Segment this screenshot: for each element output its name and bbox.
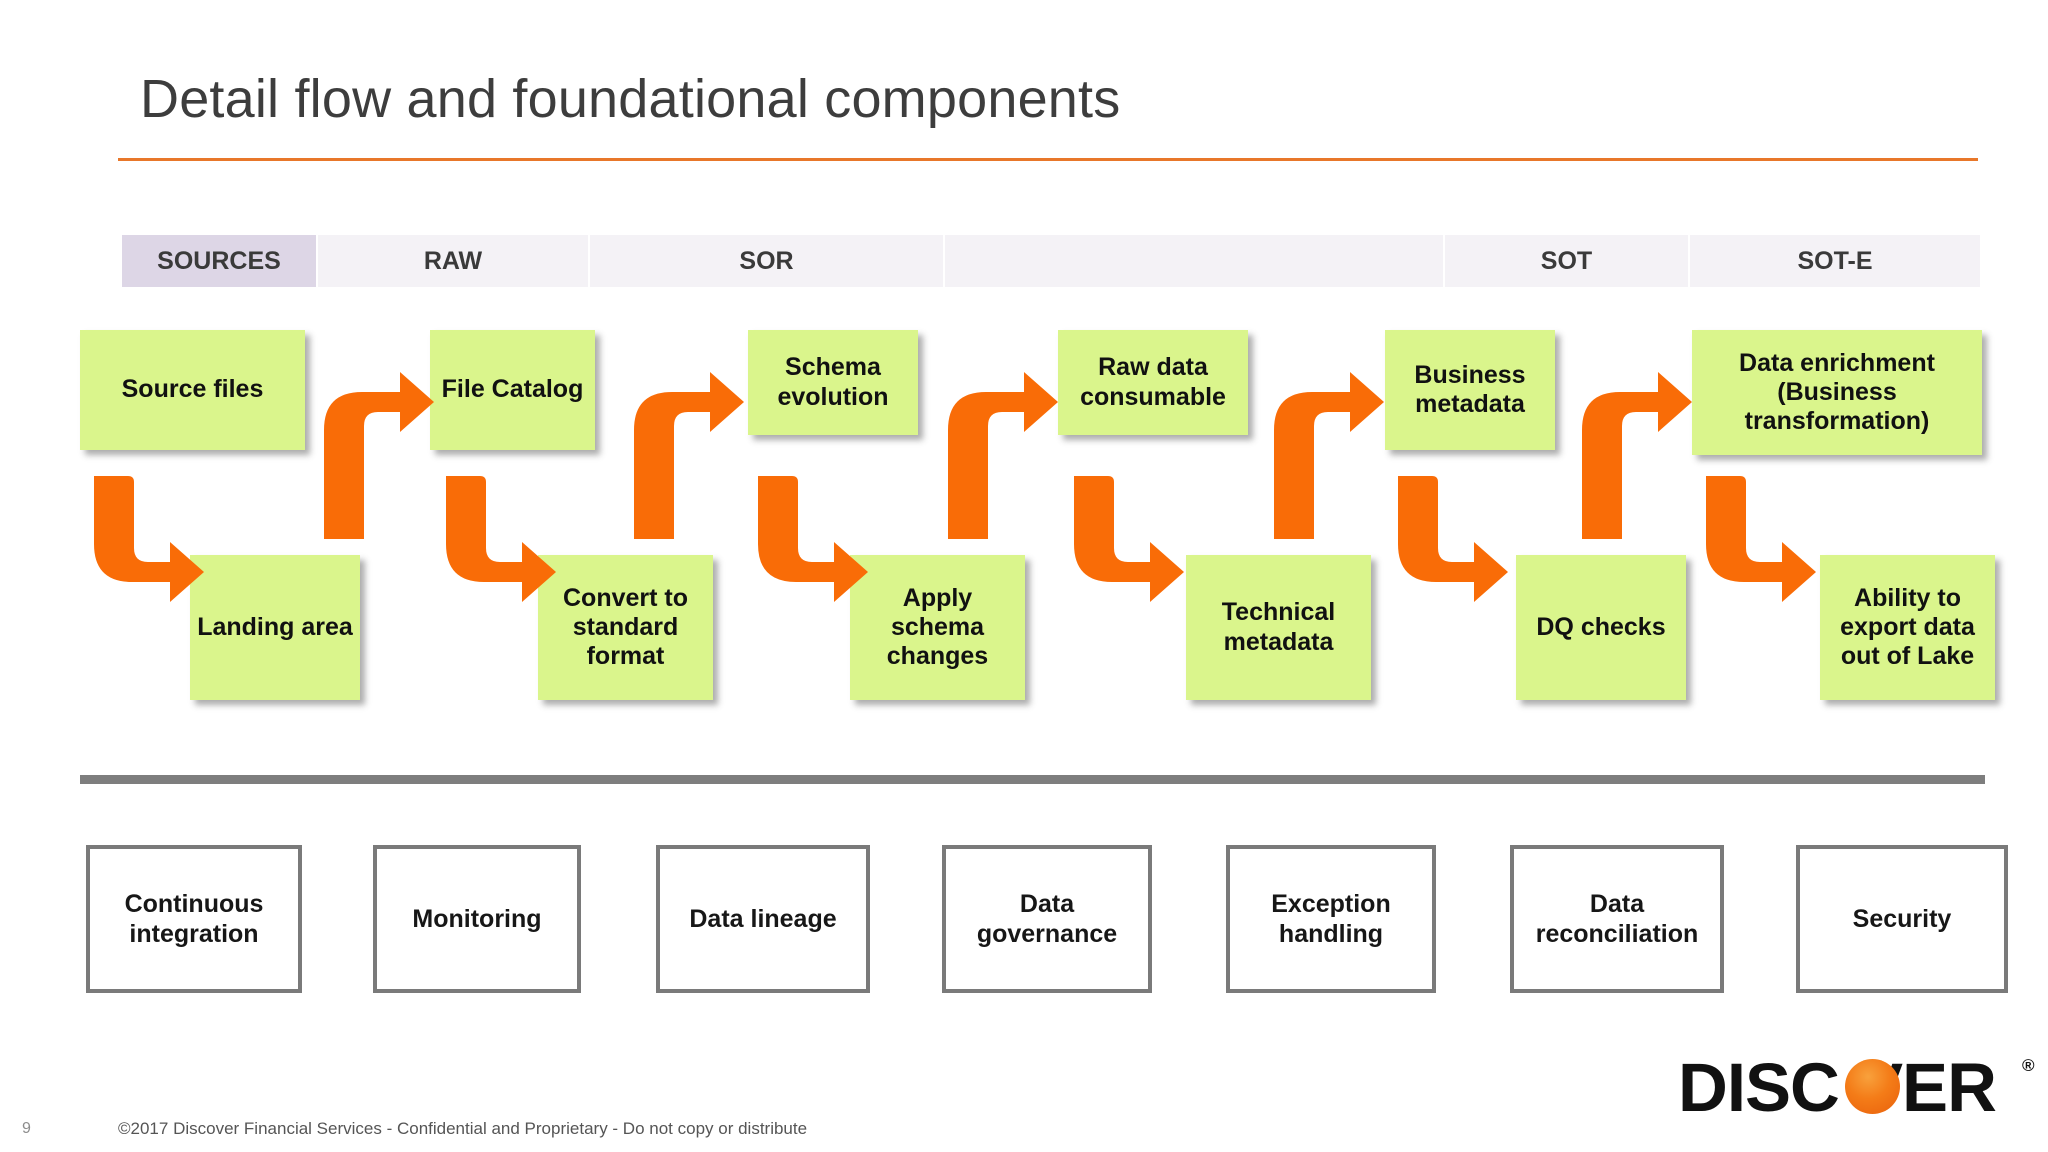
stage-cell-label: SOR xyxy=(739,246,794,275)
flow-node-landing-area[interactable]: Landing area xyxy=(190,555,360,700)
stage-cell-sources: SOURCES xyxy=(122,235,318,287)
foundation-box-continuous-integration[interactable]: Continuous integration xyxy=(86,845,302,993)
stage-cell-label: SOURCES xyxy=(157,246,281,275)
flow-node-data-enrichment-business-transformation[interactable]: Data enrichment (Business transformation… xyxy=(1692,330,1982,455)
flow-node-source-files[interactable]: Source files xyxy=(80,330,305,450)
stage-cell-label: SOT xyxy=(1540,246,1593,275)
stage-cell-blank xyxy=(945,235,1445,287)
foundation-box-data-reconciliation[interactable]: Data reconciliation xyxy=(1510,845,1724,993)
foundation-box-label: Data governance xyxy=(976,890,1118,948)
flow-node-ability-to-export-data-out-of-lake[interactable]: Ability to export data out of Lake xyxy=(1820,555,1995,700)
arrow-down-right-icon xyxy=(1392,470,1512,610)
arrow-down-right-icon xyxy=(1700,470,1820,610)
foundation-box-label: Continuous integration xyxy=(124,890,264,948)
arrow-down-right-icon xyxy=(1068,470,1188,610)
flow-node-apply-schema-changes[interactable]: Apply schema changes xyxy=(850,555,1025,700)
logo-orange-circle-icon xyxy=(1845,1059,1900,1114)
slide-number: 9 xyxy=(22,1120,31,1137)
node-label: Convert to standard format xyxy=(563,583,688,671)
stage-header-band: SOURCES RAW SOR SOT SOT-E xyxy=(122,235,1980,287)
node-label: Schema evolution xyxy=(777,353,889,411)
node-label: File Catalog xyxy=(441,375,584,404)
foundational-components-row: Continuous integration Monitoring Data lin… xyxy=(86,845,2016,993)
node-label: Business metadata xyxy=(1414,360,1526,418)
foundation-box-label: Monitoring xyxy=(412,905,542,933)
node-label: Ability to export data out of Lake xyxy=(1840,583,1975,671)
title-underline-rule xyxy=(118,158,1978,161)
foundation-box-data-governance[interactable]: Data governance xyxy=(942,845,1152,993)
arrow-up-right-icon xyxy=(1576,370,1696,545)
node-label: Technical metadata xyxy=(1221,598,1336,656)
discover-logo: DISC VER ® xyxy=(1678,1048,2038,1126)
copyright-notice: ©2017 Discover Financial Services - Conf… xyxy=(118,1119,808,1138)
section-divider xyxy=(80,775,1985,784)
flow-node-convert-to-standard-format[interactable]: Convert to standard format xyxy=(538,555,713,700)
page-title: Detail flow and foundational components xyxy=(140,69,1121,129)
flow-node-raw-data-consumable[interactable]: Raw data consumable xyxy=(1058,330,1248,435)
node-label: Landing area xyxy=(197,612,353,641)
stage-cell-sot-e: SOT-E xyxy=(1690,235,1980,287)
stage-cell-raw: RAW xyxy=(318,235,590,287)
node-label: Raw data consumable xyxy=(1080,353,1226,411)
foundation-box-label: Security xyxy=(1852,905,1952,933)
arrow-up-right-icon xyxy=(942,370,1062,545)
flow-node-business-metadata[interactable]: Business metadata xyxy=(1385,330,1555,450)
foundation-box-monitoring[interactable]: Monitoring xyxy=(373,845,581,993)
arrow-down-right-icon xyxy=(88,470,208,610)
foundation-box-label: Data lineage xyxy=(689,905,837,933)
stage-cell-label: RAW xyxy=(423,246,483,275)
arrow-up-right-icon xyxy=(628,370,748,545)
arrow-down-right-icon xyxy=(440,470,560,610)
node-label: Apply schema changes xyxy=(886,583,989,671)
foundation-box-data-lineage[interactable]: Data lineage xyxy=(656,845,870,993)
logo-wordmark: DISC VER xyxy=(1678,1049,1997,1126)
foundation-box-label: Data reconciliation xyxy=(1535,890,1699,948)
stage-cell-label: SOT-E xyxy=(1797,246,1873,275)
foundation-box-label: Exception handling xyxy=(1271,890,1391,948)
flow-node-schema-evolution[interactable]: Schema evolution xyxy=(748,330,918,435)
foundation-box-security[interactable]: Security xyxy=(1796,845,2008,993)
stage-cell-sot: SOT xyxy=(1445,235,1690,287)
node-label: DQ checks xyxy=(1536,612,1666,641)
stage-cell-sor: SOR xyxy=(590,235,945,287)
arrow-up-right-icon xyxy=(1268,370,1388,545)
arrow-up-right-icon xyxy=(318,370,438,545)
flow-node-dq-checks[interactable]: DQ checks xyxy=(1516,555,1686,700)
foundation-box-exception-handling[interactable]: Exception handling xyxy=(1226,845,1436,993)
node-label: Source files xyxy=(121,375,264,404)
node-label: Data enrichment (Business transformation… xyxy=(1739,348,1935,436)
registered-trademark-mark: ® xyxy=(2022,1056,2035,1075)
arrow-down-right-icon xyxy=(752,470,872,610)
flow-node-technical-metadata[interactable]: Technical metadata xyxy=(1186,555,1371,700)
flow-node-file-catalog[interactable]: File Catalog xyxy=(430,330,595,450)
